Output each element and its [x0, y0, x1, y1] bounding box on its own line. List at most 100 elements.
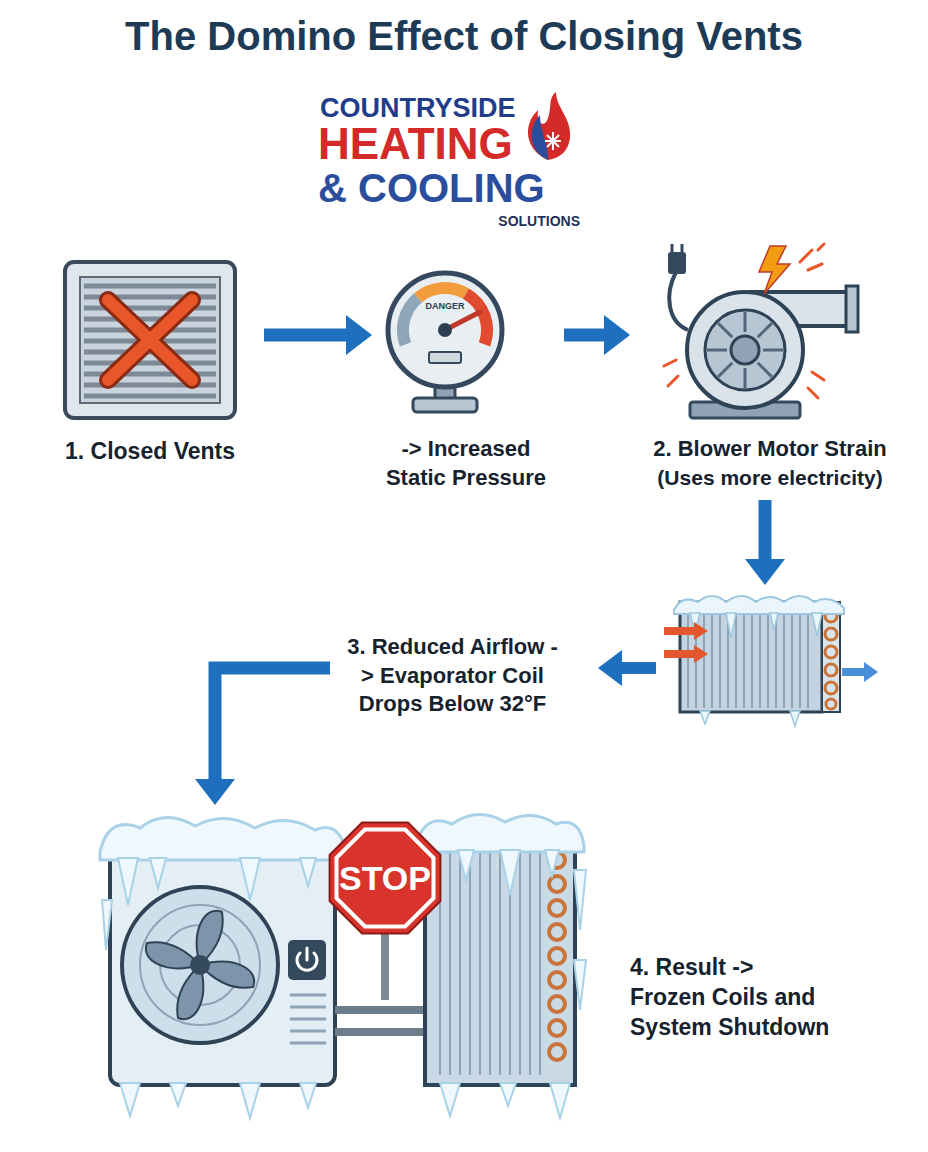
- frozen-unit-part-part: [449, 845, 451, 1075]
- evaporator-coil-part-part: [826, 699, 836, 709]
- frozen-unit-part-part: [549, 900, 565, 916]
- evaporator-coil-part-part: [743, 612, 745, 708]
- pressure-gauge-part: [388, 273, 502, 387]
- frozen-unit-part-part: [102, 900, 112, 950]
- evaporator-coil-part-part: [825, 682, 837, 694]
- connector-line: [215, 668, 330, 781]
- logo-text: SOLUTIONS: [470, 214, 580, 228]
- frozen-unit-part: [146, 911, 254, 1019]
- logo-icon: [528, 92, 570, 160]
- vent-icon-part: [80, 277, 220, 403]
- logo-icon-part: [545, 132, 561, 150]
- vent-icon-part-part: [108, 300, 192, 380]
- frozen-unit-part-part: [479, 845, 481, 1075]
- frozen-unit-part: [288, 940, 326, 980]
- frozen-unit-part: [549, 852, 565, 1060]
- vent-icon-part-part: [108, 300, 192, 380]
- frozen-unit-part-part: [545, 850, 559, 876]
- evaporator-coil-part-part: [791, 612, 793, 708]
- frozen-unit-part-part: [539, 845, 541, 1075]
- caption-box: 1. Closed Vents: [40, 437, 260, 467]
- step-note: (Uses more electricity): [630, 464, 910, 491]
- frozen-unit-part-part: [290, 1018, 326, 1021]
- sign-text: STOP: [335, 861, 435, 895]
- evaporator-coil-part: [664, 622, 708, 663]
- evaporator-coil-part-part: [799, 612, 801, 708]
- vent-icon-part-part: [84, 394, 216, 399]
- connector-arrow: [264, 315, 372, 355]
- evaporator-coil-part-part: [751, 612, 753, 708]
- frozen-unit-part-part: [519, 845, 521, 1075]
- flow-arrow-part: [620, 662, 656, 674]
- evaporator-coil-part-part: [812, 613, 822, 636]
- frozen-unit-part: [425, 835, 575, 1085]
- frozen-unit-part-part: [549, 924, 565, 940]
- pressure-gauge-part: [403, 298, 418, 345]
- pressure-gauge-part: [429, 352, 461, 363]
- blower-motor-part: [759, 246, 790, 294]
- evaporator-coil-part: [842, 662, 878, 682]
- caption-box: 4. Result -> Frozen Coils and System Shu…: [630, 953, 835, 1043]
- frozen-unit-part: [140, 905, 260, 1025]
- connector-arrow: [745, 500, 785, 585]
- frozen-unit-part-part: [118, 858, 138, 905]
- frozen-unit-part-part: [489, 845, 491, 1075]
- blower-motor-part: [705, 310, 785, 390]
- frozen-unit-part-part: [240, 1083, 260, 1118]
- evaporator-coil-part-part: [664, 650, 694, 658]
- blower-motor-part: [687, 292, 803, 408]
- evaporator-coil-part-part: [783, 612, 785, 708]
- evaporator-coil-part-part: [694, 645, 708, 663]
- step-caption: 2. Blower Motor Strain: [630, 435, 910, 464]
- blower-motor-part: [681, 244, 684, 252]
- evaporator-coil-part-part: [726, 613, 736, 638]
- frozen-unit-part-part: [240, 858, 260, 900]
- arrow-head: [604, 315, 630, 355]
- frozen-unit-part-part: [170, 1083, 186, 1106]
- step-node: 2. Blower Motor Strain(Uses more electri…: [630, 240, 914, 500]
- vent-icon-part: [84, 286, 216, 396]
- evaporator-coil: [664, 596, 878, 726]
- blower-motor-part-part: [744, 312, 747, 332]
- arrow-head: [346, 315, 372, 355]
- vent-icon-part-part: [84, 361, 216, 366]
- logo-icon-part: [532, 115, 548, 160]
- frozen-unit-part-part: [150, 858, 166, 888]
- step-caption: -> Increased Static Pressure: [372, 435, 560, 492]
- blower-motor-part-part: [758, 323, 772, 337]
- vent-icon-part: [65, 262, 235, 418]
- connector-line: [264, 329, 348, 342]
- frozen-unit-part: [100, 817, 346, 860]
- blower-motor-part: [731, 336, 759, 364]
- frozen-unit-part-part: [500, 850, 520, 895]
- vent-icon-part-part: [84, 317, 216, 322]
- evaporator-coil-part-part: [687, 612, 689, 708]
- frozen-unit-part: [330, 823, 441, 934]
- connector-line: [759, 500, 772, 561]
- frozen-unit: [100, 814, 586, 1118]
- evaporator-coil-part: [680, 602, 822, 712]
- frozen-unit-part: [416, 814, 584, 852]
- frozen-unit-part-part: [549, 1044, 565, 1060]
- pressure-gauge-part: [413, 398, 477, 412]
- step-caption: 1. Closed Vents: [40, 437, 260, 467]
- evaporator-coil-part-part: [825, 628, 837, 640]
- blower-motor-part-part: [812, 372, 824, 380]
- frozen-unit-part-part: [120, 1083, 140, 1116]
- evaporator-coil-part-part: [842, 668, 864, 676]
- blower-motor-part: [664, 244, 824, 398]
- blower-motor: [664, 244, 858, 418]
- connector-arrow: [564, 315, 630, 355]
- frozen-unit-part-part: [574, 960, 586, 1010]
- evaporator-coil-part-part: [767, 612, 769, 708]
- vent-icon-part: [108, 300, 192, 380]
- blower-motor-part-part: [800, 250, 812, 262]
- frozen-unit-part: [290, 995, 326, 1043]
- step-node: -> Increased Static Pressure: [372, 255, 564, 500]
- flow-arrow: [598, 650, 656, 686]
- evaporator-coil-part: [674, 596, 844, 614]
- frozen-unit-part-part: [499, 845, 501, 1075]
- blower-motor-part-part: [668, 376, 678, 386]
- evaporator-coil-part-part: [759, 612, 761, 708]
- vent-icon-part-part: [108, 300, 192, 380]
